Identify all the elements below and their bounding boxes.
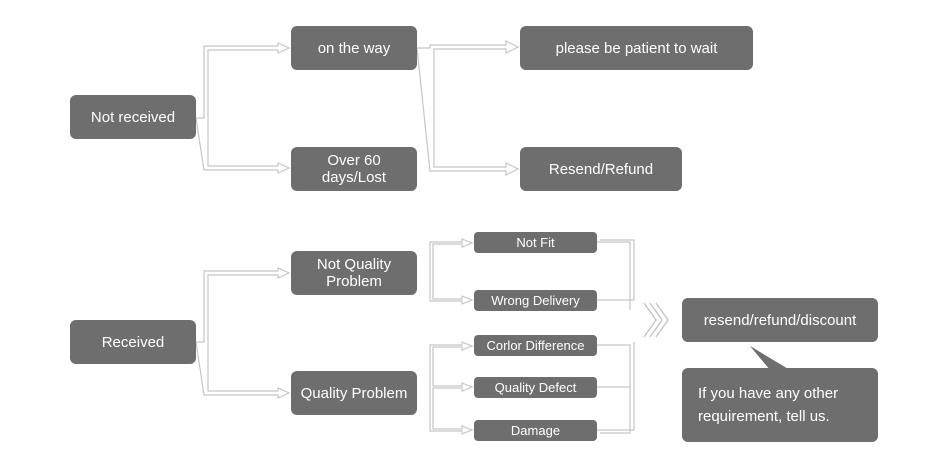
node-quality-problem: Quality Problem [291,371,417,415]
node-outcome: resend/refund/discount [682,298,878,342]
node-not-fit: Not Fit [474,232,597,253]
node-not-received: Not received [70,95,196,139]
node-color-difference: Corlor Difference [474,335,597,356]
node-over-60-days-lost: Over 60 days/Lost [291,147,417,191]
node-please-wait: please be patient to wait [520,26,753,70]
double-chevron-right-icon [643,302,669,338]
connector-on-the-way-branch [416,40,520,176]
connector-not-received-branch [195,42,291,174]
node-quality-defect: Quality Defect [474,377,597,398]
node-on-the-way: on the way [291,26,417,70]
connector-merge-top [597,239,635,310]
node-wrong-delivery: Wrong Delivery [474,290,597,311]
node-not-quality-problem: Not Quality Problem [291,251,417,295]
connector-received-branch [195,267,291,399]
note-pointer [750,346,790,370]
node-received: Received [70,320,196,364]
node-resend-refund: Resend/Refund [520,147,682,191]
note-bubble: If you have any other requirement, tell … [682,368,878,442]
node-damage: Damage [474,420,597,441]
connector-merge-bottom [597,342,635,434]
connector-quality-branch [429,341,474,435]
connector-not-quality-branch [429,238,474,305]
